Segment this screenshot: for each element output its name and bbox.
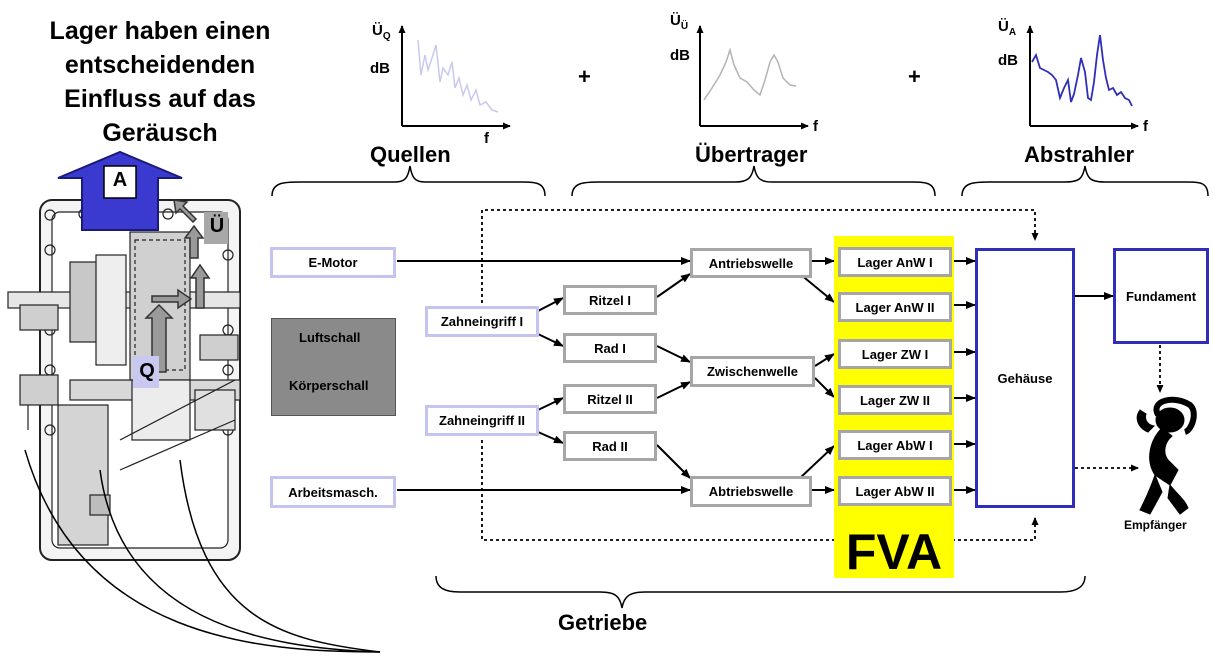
node-lager-zw-1: Lager ZW I [838,339,952,369]
node-ritzel-1: Ritzel I [563,285,657,315]
receiver-figure [1136,396,1197,515]
plot-q-ylabel: ÜQ [372,22,391,42]
plot-a-ylabel: ÜA [998,18,1016,38]
node-zwischenwelle: Zwischenwelle [690,356,815,387]
plot-a-xlabel: f [1143,118,1148,135]
node-rad-2: Rad II [563,431,657,461]
plot-u-unit: dB [670,47,690,64]
stage-gearbox-label: Getriebe [558,610,648,635]
node-zahneingriff-1: Zahneingriff I [425,306,539,337]
stage-radiator-label: Abstrahler [1024,142,1135,167]
node-lager-abw-2: Lager AbW II [838,476,952,506]
plot-u-ylabel: ÜÜ [670,12,688,32]
gearbox-flow-arrows [144,199,211,373]
node-ritzel-2: Ritzel II [563,384,657,414]
node-lager-zw-2: Lager ZW II [838,385,952,415]
receiver-label: Empfänger [1124,518,1187,532]
gearbox-drawing [7,199,241,561]
plot-q-ysub: Q [382,31,391,42]
plot-q-unit: dB [370,60,390,77]
plot-a [1026,25,1139,130]
gearbox-curves [24,449,381,653]
stage-sources-label: Quellen [370,142,451,167]
label-u: Ü [209,215,225,237]
plot-a-ysub: A [1008,27,1017,38]
plot-a-unit: dB [998,52,1018,69]
label-a: A [112,169,128,191]
plot-u-xlabel: f [813,118,818,135]
plot-u-ysym: Ü [670,12,681,29]
plot-q-ysym: Ü [372,22,383,39]
node-e-motor: E-Motor [270,247,396,278]
legend-box [271,318,396,416]
node-zahneingriff-2: Zahneingriff II [425,405,539,436]
braces [271,165,1209,609]
plot-q [398,25,511,130]
stage-transfer-label: Übertrager [695,142,808,167]
node-lager-abw-1: Lager AbW I [838,430,952,460]
legend-airborne-label: Luftschall [299,330,361,345]
plot-q-xlabel: f [484,130,489,147]
node-abtriebswelle: Abtriebswelle [690,476,812,507]
legend-structure-label: Körperschall [289,378,369,393]
label-box-q [133,356,159,388]
node-rad-1: Rad I [563,333,657,363]
node-antriebswelle: Antriebswelle [690,248,812,278]
plot-u [696,25,809,130]
node-lager-anw-2: Lager AnW II [838,292,952,322]
node-lager-anw-1: Lager AnW I [838,247,952,277]
node-fundament: Fundament [1113,248,1209,344]
label-q: Q [139,360,155,382]
plus-sign-1: + [578,64,591,89]
node-gehaeuse: Gehäuse [975,248,1075,508]
plus-sign-2: + [908,64,921,89]
node-arbeitsmasch: Arbeitsmasch. [270,476,396,508]
label-box-u [204,212,228,244]
headline-text: Lager haben einen entscheidenden Einflus… [49,17,271,147]
plot-u-ysub: Ü [680,21,689,32]
plot-a-ysym: Ü [998,18,1009,35]
fva-label: FVA [845,524,943,580]
